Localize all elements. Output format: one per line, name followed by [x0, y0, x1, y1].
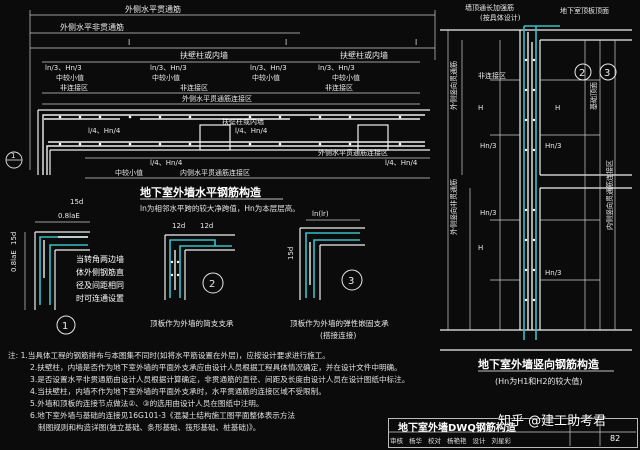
small-value-1: 中较小值: [56, 73, 84, 82]
vert-zone-5: Hn/3: [545, 269, 562, 277]
detail2-caption: 顶板作为外墙的简支支承: [150, 318, 234, 328]
title-block-grid: [388, 418, 636, 446]
lap-zone-label: 外侧水平贯通筋连接区: [182, 94, 252, 103]
detail-1: 15d 0.8laE 0.8laE 15d 当转角两边墙 体外侧钢筋直 径及间距…: [10, 198, 124, 335]
vert-zone-2: Hn/3: [480, 142, 497, 150]
zone-formula-3: ln/3、Hn/3: [250, 64, 287, 72]
title-block-row: 审核 杨华 校对 杨艳艳 设计 刘星彩: [390, 435, 511, 445]
non-lap-zone-3: 非连接区: [325, 83, 353, 92]
detail3-caption-2: (搭接连接): [320, 330, 356, 340]
detail-2: 12d 12d 2 顶板作为外墙的简支支承: [150, 222, 235, 328]
zone-formula-1: ln/3、Hn/3: [45, 64, 82, 72]
detail1-note-3: 径及间距相同: [76, 280, 124, 290]
title-block-cell-3: 校对: [428, 437, 441, 445]
non-lap-zone-1: 非连接区: [60, 83, 88, 92]
bottom-lap-label: 外侧水平贯通筋连接区: [318, 148, 388, 157]
note-7: 制图规则和构造详图(独立基础、条形基础、筏形基础、桩基础)》。: [38, 423, 261, 432]
zone-formula-2: ln/3、Hn/3: [150, 64, 187, 72]
span-label-2: l: [285, 38, 287, 47]
small-value-4: 中较小值: [332, 73, 360, 82]
vert-h-label-3: H: [555, 104, 560, 112]
vert-mark-2: 2: [579, 68, 585, 79]
note-3: 3.是否设置水平非贯通筋由设计人员根据计算确定，非贯通筋的直径、间距及长度由设计…: [30, 375, 410, 384]
zone-formula-4: ln/3、Hn/3: [318, 64, 355, 72]
title-block: [388, 418, 638, 448]
horizontal-subtitle: ln为相邻水平跨的较大净跨值，Hn为本层层高。: [140, 203, 300, 213]
vert-zone-1: 非连接区: [478, 71, 506, 80]
inner-lap-label: 内侧水平贯通筋连接区: [180, 168, 250, 177]
vertical-rebar-detail: 墙顶通长加强筋 (按具体设计) 地下室顶板顶面: [440, 3, 632, 386]
vertical-subtitle: (Hn为H1和H2的较大值): [495, 376, 583, 386]
detail-3: ln(lr) 15d 3 顶板作为外墙的弹性嵌固支承 (搭接连接): [287, 210, 389, 340]
detail3-caption-1: 顶板作为外墙的弹性嵌固支承: [290, 318, 389, 328]
detail1-note-1: 当转角两边墙: [76, 254, 124, 264]
small-value-5: 中较小值: [115, 168, 143, 177]
note-2: 2.扶壁柱，内墙是否作为地下室外墙的平面外支承应由设计人员根据工程具体情况确定，…: [30, 363, 402, 372]
vert-side-label-1: 外侧竖向贯通筋: [449, 61, 458, 110]
vert-h-label-2: H: [478, 244, 483, 252]
title-block-title: 地下室外墙DWQ钢筋构造: [398, 423, 516, 434]
horizontal-title: 地下室外墙水平钢筋构造: [140, 185, 262, 199]
note-1: 注: 1.当具体工程的钢筋排布与本图集不同时(如将水平筋设置在外层)，应按设计要…: [8, 351, 330, 360]
vertical-title: 地下室外墙竖向钢筋构造: [478, 357, 600, 371]
detail1-dim-15d: 15d: [70, 198, 83, 206]
title-block-cell-2: 杨华: [409, 437, 422, 445]
quarter-formula-1: l/4、Hn/4: [88, 127, 121, 135]
span-label-3: l: [415, 38, 417, 47]
small-value-3: 中较小值: [252, 73, 280, 82]
top-label-1: 外侧水平贯通筋: [125, 4, 181, 14]
detail1-note-4: 时可连通设置: [76, 293, 124, 303]
detail1-dim-08lae-top: 0.8laE: [58, 212, 80, 220]
note-6: 6.地下室外墙与基础的连接见16G101-3《混凝土结构施工图平面整体表示方法: [30, 411, 296, 420]
title-block-cell-4: 杨艳艳: [447, 437, 467, 445]
vert-top-label-3: 地下室顶板顶面: [560, 6, 609, 15]
detail3-dim-ln: ln(lr): [312, 210, 329, 218]
vert-top-label-1: 墙顶通长加强筋: [465, 3, 514, 12]
watermark: 知乎 @建工助考君: [498, 414, 607, 429]
vert-h-label-1: H: [478, 104, 483, 112]
vert-mark-3: 3: [604, 68, 610, 79]
detail1-dim-15d-side: 15d: [10, 232, 18, 245]
corner-details: 15d 0.8laE 0.8laE 15d 当转角两边墙 体外侧钢筋直 径及间距…: [10, 198, 389, 340]
title-block-cell-1: 审核: [390, 437, 403, 445]
pillar-label-3: 扶壁柱或内墙: [222, 117, 264, 126]
pillar-label-2: 扶壁柱或内墙: [340, 50, 388, 60]
vert-zone-4: Hn/3: [545, 142, 562, 150]
vert-top-label-2: (按具体设计): [480, 13, 521, 22]
vert-side-label-2: 外侧竖向非贯通筋: [449, 179, 458, 235]
vert-zone-3: Hn/3: [480, 209, 497, 217]
title-block-cell-5: 设计: [472, 437, 486, 445]
page-number: 82: [610, 434, 621, 443]
pillar-label-1: 扶壁柱或内墙: [180, 50, 228, 60]
quarter-formula-3: l/4、Hn/4: [150, 159, 183, 167]
horizontal-rebar-detail: 外侧水平贯通筋 外侧水平非贯通筋 l l l 扶壁柱或内墙 扶壁柱或内墙 ln/…: [5, 4, 436, 213]
detail1-dim-08lae-side: 0.8laE: [10, 250, 18, 272]
detail3-dim-15d: 15d: [287, 247, 295, 260]
note-4: 4.当扶壁柱，内墙不作为地下室外墙的平面外支承时，水平贯通筋的连接区域不受限制。: [30, 387, 326, 396]
small-value-2: 中较小值: [152, 73, 180, 82]
detail2-dim-12d-a: 12d: [172, 222, 185, 230]
detail1-note-2: 体外侧钢筋直: [76, 267, 124, 277]
detail2-dim-12d-b: 12d: [200, 222, 213, 230]
detail3-num: 3: [348, 276, 354, 287]
detail2-num: 2: [209, 279, 215, 290]
span-label-1: l: [128, 38, 130, 47]
note-5: 5.外墙和顶板的连接节点做法②、③的选用由设计人员在图纸中注明。: [30, 399, 264, 408]
top-label-2: 外侧水平非贯通筋: [60, 22, 124, 32]
detail1-num: 1: [62, 321, 68, 332]
vert-side-label-3: 内侧竖向贯通筋连接区: [605, 160, 614, 230]
title-block-cell-6: 刘星彩: [491, 437, 512, 445]
quarter-formula-2: l/4、Hn/4: [235, 127, 268, 135]
quarter-formula-4: l/4、Hn/4: [385, 159, 418, 167]
non-lap-zone-2: 非连接区: [180, 83, 208, 92]
vert-side-label-4: 基础顶面: [589, 82, 598, 110]
section-mark-1-num: 1: [11, 152, 15, 160]
